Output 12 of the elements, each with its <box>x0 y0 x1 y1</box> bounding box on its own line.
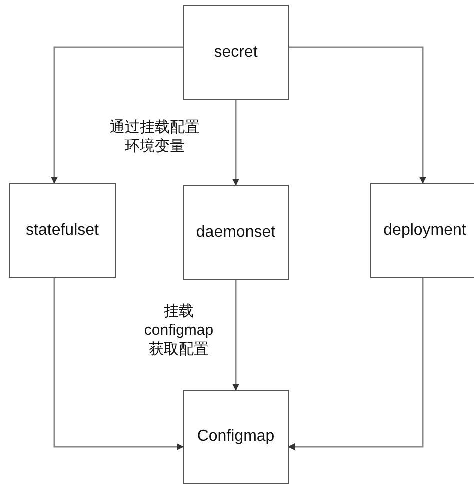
process-box: deployment <box>370 183 474 278</box>
arrow <box>51 46 183 184</box>
arrow <box>232 100 240 186</box>
arrow <box>289 46 426 184</box>
process-box: Configmap <box>183 390 289 484</box>
process-box: statefulset <box>9 183 116 278</box>
arrow <box>288 278 424 450</box>
arrow <box>54 278 184 450</box>
edge-label: 通过挂载配置环境变量 <box>108 118 202 156</box>
process-box: secret <box>183 5 289 100</box>
process-box: daemonset <box>183 185 289 280</box>
arrow <box>232 280 240 391</box>
